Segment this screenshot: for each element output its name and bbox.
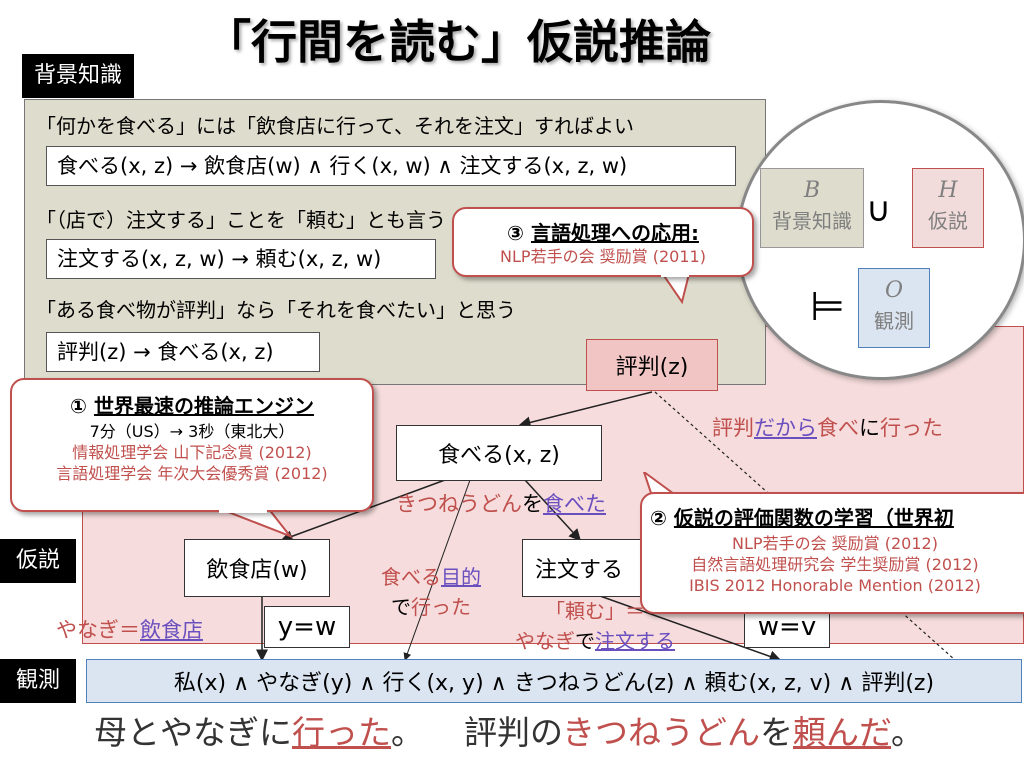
node-taberu: 食べる(x, z)	[396, 425, 602, 481]
knowledge-line-2: 「（店で）注文する」ことを「頼む」とも言う	[36, 208, 446, 232]
circle-b-box: B 背景知識	[760, 168, 864, 248]
node-hyouban: 評判(z)	[586, 339, 718, 391]
callout-1-tail	[218, 508, 294, 539]
observed-sentence: 母とやなぎに行った。評判のきつねうどんを頼んだ。	[94, 713, 925, 752]
h-label: 仮説	[928, 209, 968, 233]
rule-2-text: 注文する(x, z, w) → 頼む(x, z, w)	[57, 246, 382, 271]
arrow-hyouban-to-taberu	[518, 391, 653, 429]
arrow-taberu-to-chumon	[524, 479, 582, 542]
observation-formula: 私(x) ∧ やなぎ(y) ∧ 行く(x, y) ∧ きつねうどん(z) ∧ 頼…	[173, 671, 935, 696]
arrow-taberu-to-observation	[403, 479, 471, 661]
observation-tag: 観測	[0, 659, 76, 703]
rule-3-text: 評判(z) → 食べる(x, z)	[57, 339, 274, 364]
annotation-purpose: 食べる目的 で行った	[381, 565, 481, 619]
node-inshokuten: 飲食店(w)	[184, 539, 330, 597]
annotation-yanagi: やなぎ＝飲食店	[56, 618, 203, 642]
annotation-tanomu: 「頼む」＝ やなぎで注文する	[515, 599, 675, 653]
callout-3: ③ 言語処理への応用: NLP若手の会 奨励賞 (2011)	[452, 207, 754, 277]
hypothesis-tag: 仮説	[0, 539, 76, 583]
page-title: 「行間を読む」仮説推論	[205, 15, 711, 69]
callout-1: ① 世界最速の推論エンジン 7分（US）→ 3秒（東北大） 情報処理学会 山下記…	[10, 378, 374, 512]
rule-3: 評判(z) → 食べる(x, z)	[46, 332, 320, 372]
node-yw: y=w	[264, 606, 350, 648]
o-label: 観測	[874, 309, 914, 333]
rule-1-text: 食べる(x, z) → 飲食店(w) ∧ 行く(x, w) ∧ 注文する(x, …	[57, 153, 628, 178]
callout-2: ② 仮説の評価関数の学習（世界初 NLP若手の会 奨励賞 (2012) 自然言語…	[640, 492, 1024, 614]
o-letter: O	[884, 278, 904, 303]
annotation-hyouban-reason: 評判だから食べに行った	[712, 416, 943, 440]
knowledge-line-1: 「何かを食べる」には「飲食店に行って、それを注文」すればよい	[36, 114, 634, 138]
circle-h-box: H 仮説	[912, 168, 984, 248]
circle-o-box: O 観測	[858, 268, 930, 348]
rule-1: 食べる(x, z) → 飲食店(w) ∧ 行く(x, w) ∧ 注文する(x, …	[46, 146, 736, 186]
h-letter: H	[938, 178, 958, 203]
observation-bar: 私(x) ∧ やなぎ(y) ∧ 行く(x, y) ∧ きつねうどん(z) ∧ 頼…	[86, 659, 1022, 703]
dotted-hyouban-to-observation	[654, 391, 956, 661]
union-symbol: ∪	[866, 190, 891, 230]
knowledge-line-3: 「ある食べ物が評判」なら「それを食べたい」と思う	[36, 298, 516, 322]
callout-3-tail	[658, 270, 692, 305]
annotation-kitsune-tabeta: きつねうどんを食べた	[396, 492, 606, 516]
background-knowledge-tag: 背景知識	[22, 54, 134, 98]
arrow-chumon-to-observation	[599, 595, 782, 663]
b-label: 背景知識	[772, 209, 852, 233]
b-letter: B	[803, 178, 821, 203]
entails-symbol: ⊨	[810, 284, 845, 330]
rule-2: 注文する(x, z, w) → 頼む(x, z, w)	[46, 239, 436, 279]
